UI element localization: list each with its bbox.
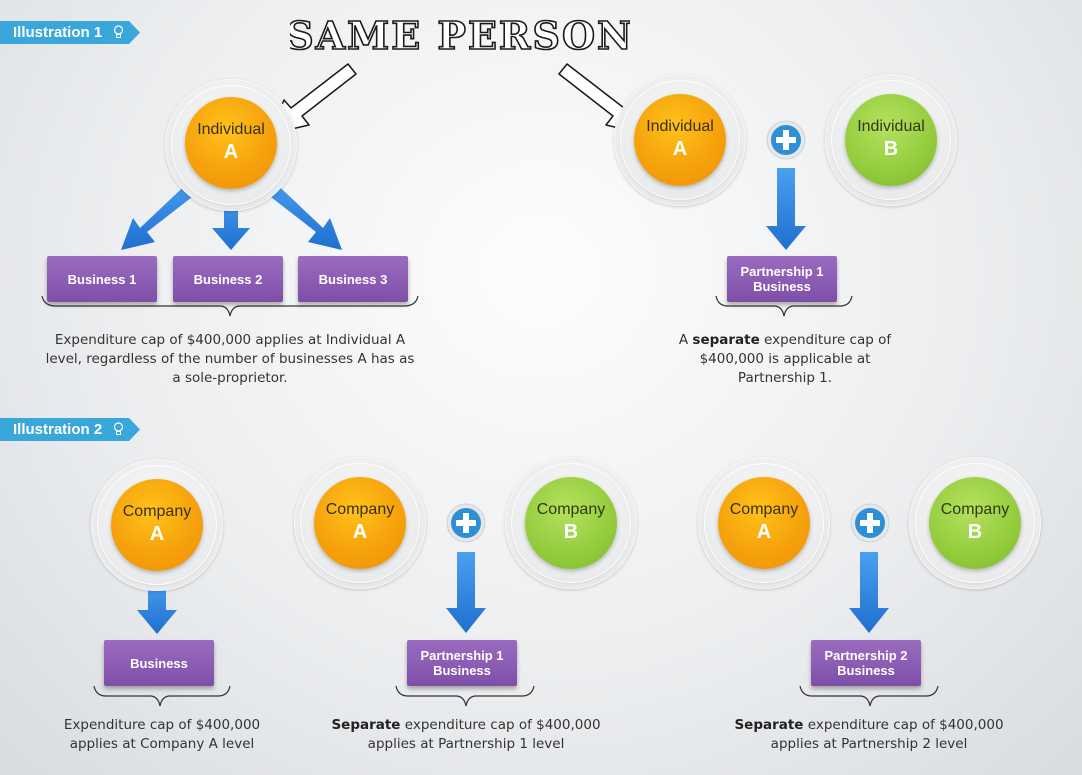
circle-letter: B <box>967 521 983 543</box>
partnership-2-box: Partnership 2 Business <box>811 640 921 686</box>
circle-label: Individual <box>857 118 925 135</box>
business-label: Business <box>130 655 188 671</box>
circle-label: Company <box>536 501 606 518</box>
circle-letter: A <box>672 138 688 160</box>
plus-icon <box>850 503 890 543</box>
business-1-box: Business 1 <box>47 256 157 302</box>
circle-letter: A <box>756 521 772 543</box>
circle-letter: A <box>223 141 239 163</box>
individual-a-right-circle: Individual A <box>634 94 726 186</box>
brace-illustration2-col1 <box>93 685 231 707</box>
company-a-col2-circle: Company A <box>314 477 406 569</box>
circle-label: Individual <box>197 121 265 138</box>
brace-illustration2-col3 <box>799 685 939 707</box>
circle-label: Individual <box>646 118 714 135</box>
illustration2-col3-caption: Separate expenditure cap of $400,000 app… <box>734 717 1004 752</box>
business-box: Business <box>104 640 214 686</box>
company-a-circle: Company A <box>111 479 203 571</box>
individual-b-circle: Individual B <box>845 94 937 186</box>
circle-label: Company <box>729 501 799 518</box>
arrow-to-partnership-1-b <box>446 552 486 633</box>
illustration-1-tag: Illustration 1 <box>0 21 140 44</box>
illustration1-right-caption: A separate expenditure cap of $400,000 i… <box>678 332 892 386</box>
business-3-label: Business 3 <box>318 271 388 287</box>
illustration2-col2-caption: Separate expenditure cap of $400,000 app… <box>331 717 601 752</box>
illustration-2-tag: Illustration 2 <box>0 418 140 441</box>
circle-letter: B <box>883 138 899 160</box>
circle-label: Company <box>325 501 395 518</box>
separate-emphasis: Separate <box>331 717 401 733</box>
illustration1-left-caption: Expenditure cap of $400,000 applies at I… <box>40 331 420 388</box>
partnership-label: Partnership 1 <box>740 264 824 279</box>
plus-icon <box>766 120 806 160</box>
individual-a-circle: Individual A <box>185 97 277 189</box>
same-person-title: SAME PERSON <box>290 12 630 58</box>
company-a-col3-circle: Company A <box>718 477 810 569</box>
partnership-sublabel: Business <box>837 663 895 678</box>
circle-label: Company <box>940 501 1010 518</box>
circle-letter: B <box>563 521 579 543</box>
illustration-2-label: Illustration 2 <box>13 421 103 438</box>
company-b-col3-circle: Company B <box>929 477 1021 569</box>
business-2-label: Business 2 <box>193 271 263 287</box>
partnership-sublabel: Business <box>753 279 811 294</box>
arrow-to-partnership-1 <box>766 168 806 250</box>
arrow-to-partnership-2 <box>849 552 889 633</box>
separate-emphasis: Separate <box>734 717 804 733</box>
illustration-1-label: Illustration 1 <box>13 24 103 41</box>
plus-icon <box>446 503 486 543</box>
illustration2-col1-caption: Expenditure cap of $400,000 applies at C… <box>47 716 277 754</box>
arrow-to-business-3 <box>258 175 342 250</box>
partnership-1-box: Partnership 1 Business <box>727 256 837 302</box>
business-3-box: Business 3 <box>298 256 408 302</box>
circle-label: Company <box>122 503 192 520</box>
partnership-label: Partnership 2 <box>824 648 908 663</box>
arrow-to-business-2 <box>212 190 250 250</box>
partnership-1-col2-box: Partnership 1 Business <box>407 640 517 686</box>
brace-illustration1-right <box>715 295 853 317</box>
partnership-label: Partnership 1 <box>420 648 504 663</box>
caption-text: Expenditure cap of $400,000 applies at C… <box>63 717 261 752</box>
circle-letter: A <box>352 521 368 543</box>
circle-letter: A <box>149 523 165 545</box>
caption-text: Expenditure cap of $400,000 applies at I… <box>45 332 415 386</box>
business-2-box: Business 2 <box>173 256 283 302</box>
lightbulb-icon <box>113 422 124 437</box>
arrow-to-business-1 <box>121 175 205 250</box>
lightbulb-icon <box>113 25 124 40</box>
arrow-to-business <box>137 578 177 634</box>
business-1-label: Business 1 <box>67 271 137 287</box>
company-b-col2-circle: Company B <box>525 477 617 569</box>
svg-text:SAME PERSON: SAME PERSON <box>290 13 630 58</box>
separate-emphasis: separate <box>692 332 760 348</box>
partnership-sublabel: Business <box>433 663 491 678</box>
brace-illustration2-col2 <box>395 685 535 707</box>
brace-illustration1-left <box>41 295 419 317</box>
